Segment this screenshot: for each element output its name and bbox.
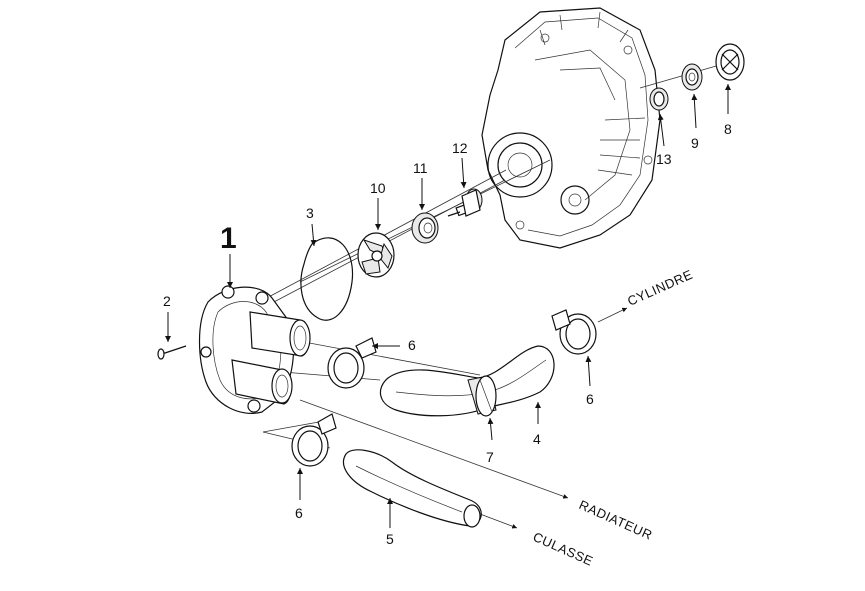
part-11-seal	[411, 212, 439, 244]
callout-7: 7	[486, 449, 494, 465]
part-10-impeller	[357, 232, 395, 278]
part-8-cap	[715, 43, 745, 81]
destination-radiator: RADIATEUR	[577, 497, 655, 543]
engine-crankcase	[481, 7, 661, 249]
callout-6-lower: 6	[295, 505, 303, 521]
part-9-bearing	[681, 63, 703, 91]
callout-3: 3	[306, 205, 314, 221]
callout-labels: 1 2 3 10 11 12 13 9 8 6 6 6 4 7 5	[163, 121, 732, 547]
part-7-clamp	[475, 375, 497, 417]
callout-9: 9	[691, 135, 699, 151]
callout-2: 2	[163, 293, 171, 309]
destination-labels: CYLINDRE RADIATEUR CULASSE	[531, 267, 695, 569]
destination-head: CULASSE	[531, 529, 596, 569]
part-13-seal	[649, 87, 669, 111]
part-4-hose	[379, 345, 555, 417]
callout-13: 13	[656, 151, 672, 167]
callout-1: 1	[220, 222, 237, 255]
part-1-pump-body	[198, 285, 311, 414]
callout-4: 4	[533, 431, 541, 447]
part-6-clamp-upper	[327, 337, 377, 389]
part-2-screw	[157, 345, 187, 360]
callout-6-right: 6	[586, 391, 594, 407]
destination-cylinder: CYLINDRE	[625, 267, 695, 309]
part-5-hose	[342, 449, 482, 528]
callout-12: 12	[452, 140, 468, 156]
callout-6-upper: 6	[408, 337, 416, 353]
part-3-gasket	[300, 237, 354, 321]
part-6-clamp-lower	[291, 413, 337, 467]
callout-10: 10	[370, 180, 386, 196]
leader-lines	[165, 84, 731, 528]
part-6-clamp-right	[551, 309, 597, 355]
callout-11: 11	[413, 160, 428, 176]
part-12-shaft	[447, 188, 483, 217]
callout-8: 8	[724, 121, 732, 137]
callout-5: 5	[386, 531, 394, 547]
